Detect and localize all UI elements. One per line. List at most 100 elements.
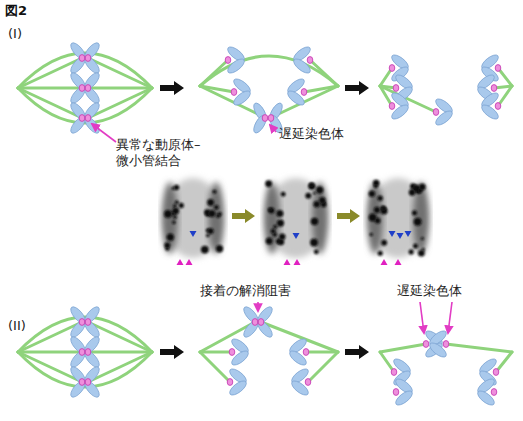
microtubule	[18, 53, 152, 88]
kinetochore	[393, 85, 399, 92]
leader-arrow	[257, 302, 259, 311]
kinetochore	[225, 57, 231, 64]
figure-title: 図2	[5, 2, 27, 20]
kinetochore	[307, 57, 313, 64]
x-chromosome	[68, 335, 101, 370]
microtubule	[446, 344, 512, 352]
kinetochore	[491, 85, 497, 92]
microtubule	[18, 351, 82, 354]
kinetochore	[389, 65, 395, 72]
microtubule	[308, 352, 338, 382]
sister-chromatid	[291, 44, 312, 75]
kinetochore	[303, 349, 309, 356]
kinetochore	[85, 115, 91, 122]
chromatid-arm	[82, 305, 101, 326]
sister-chromatid	[427, 328, 448, 359]
kinetochore	[301, 89, 307, 96]
sister-chromatid	[389, 90, 410, 121]
kinetochore	[391, 369, 397, 376]
microtubule	[496, 352, 512, 372]
chromatid-arm	[475, 388, 496, 407]
microtubule	[88, 351, 152, 354]
kinetochore	[79, 379, 85, 386]
chromatid-arm	[82, 41, 101, 62]
x-chromosome	[68, 305, 101, 340]
chromatid-arm	[82, 55, 101, 76]
microtubule	[200, 352, 230, 382]
sister-chromatid	[285, 76, 306, 107]
sister-chromatid	[393, 376, 414, 407]
chromatid-arm	[287, 348, 308, 367]
chromatid-arm	[82, 101, 101, 122]
step-arrow	[232, 209, 255, 223]
kinetochore	[491, 389, 497, 396]
step-arrow	[345, 81, 369, 95]
microtubule	[306, 351, 338, 354]
kinetochore	[227, 379, 233, 386]
micrograph	[264, 178, 328, 265]
chromatid-arm	[225, 56, 246, 75]
kinetochore	[85, 349, 91, 356]
metaphase-spindle	[18, 41, 152, 136]
leader-arrow	[270, 125, 276, 132]
callout-label: 遅延染色体	[397, 283, 462, 299]
kinetochore	[79, 349, 85, 356]
step-arrow	[160, 81, 184, 95]
kinetochore	[231, 89, 237, 96]
anaphase-spindle	[200, 305, 338, 398]
kinetochore	[262, 115, 268, 122]
sister-chromatid	[227, 366, 248, 397]
kinetochore	[85, 55, 91, 62]
telophase-spindle	[380, 328, 512, 407]
chromatid-arm	[229, 348, 250, 367]
kinetochore	[305, 379, 311, 386]
kinetochore	[495, 65, 501, 72]
sister-chromatid	[231, 76, 252, 107]
sister-chromatid	[475, 376, 496, 407]
sister-chromatid	[433, 96, 454, 127]
leader-arrow	[92, 124, 116, 142]
microtubule	[18, 87, 82, 90]
metaphase-spindle	[18, 305, 152, 400]
kinetochore	[79, 115, 85, 122]
step-arrow	[160, 345, 184, 359]
microtubule	[200, 351, 232, 354]
sister-chromatid	[289, 366, 310, 397]
kinetochore	[493, 369, 499, 376]
kinetochore	[85, 85, 91, 92]
kinetochore	[85, 319, 91, 326]
chromatid-arm	[82, 335, 101, 356]
microtubule	[200, 56, 338, 86]
chromatid-arm	[82, 349, 101, 370]
micrograph	[367, 178, 429, 265]
chromatid-arm	[82, 379, 101, 400]
kinetochore	[393, 389, 399, 396]
sister-chromatid	[229, 336, 250, 367]
chromatid-arm	[251, 113, 268, 135]
chromatid-arm	[479, 102, 500, 121]
kinetochore	[443, 341, 449, 348]
microtubule	[18, 352, 152, 387]
leader-arrow	[448, 302, 452, 333]
callout-label: 接着の解消阻害	[200, 283, 291, 299]
kinetochore	[389, 103, 395, 110]
anaphase-spindle	[200, 44, 338, 134]
microtubule	[380, 344, 426, 352]
step-arrow	[337, 209, 360, 223]
x-chromosome	[68, 101, 101, 136]
leader-arrow	[420, 302, 424, 333]
x-chromosome	[68, 365, 101, 400]
callout-label: 遅延染色体	[279, 126, 344, 142]
chromatid-arm	[393, 388, 414, 407]
chromatid-arm	[285, 88, 306, 107]
sister-chromatid	[479, 90, 500, 121]
telophase-spindle	[380, 52, 512, 127]
chromatid-arm	[433, 108, 454, 127]
kinetochore	[433, 109, 439, 116]
micrograph	[162, 178, 224, 265]
kinetochore	[85, 379, 91, 386]
chromatid-arm	[82, 365, 101, 386]
panel-label: (I)	[8, 26, 22, 42]
